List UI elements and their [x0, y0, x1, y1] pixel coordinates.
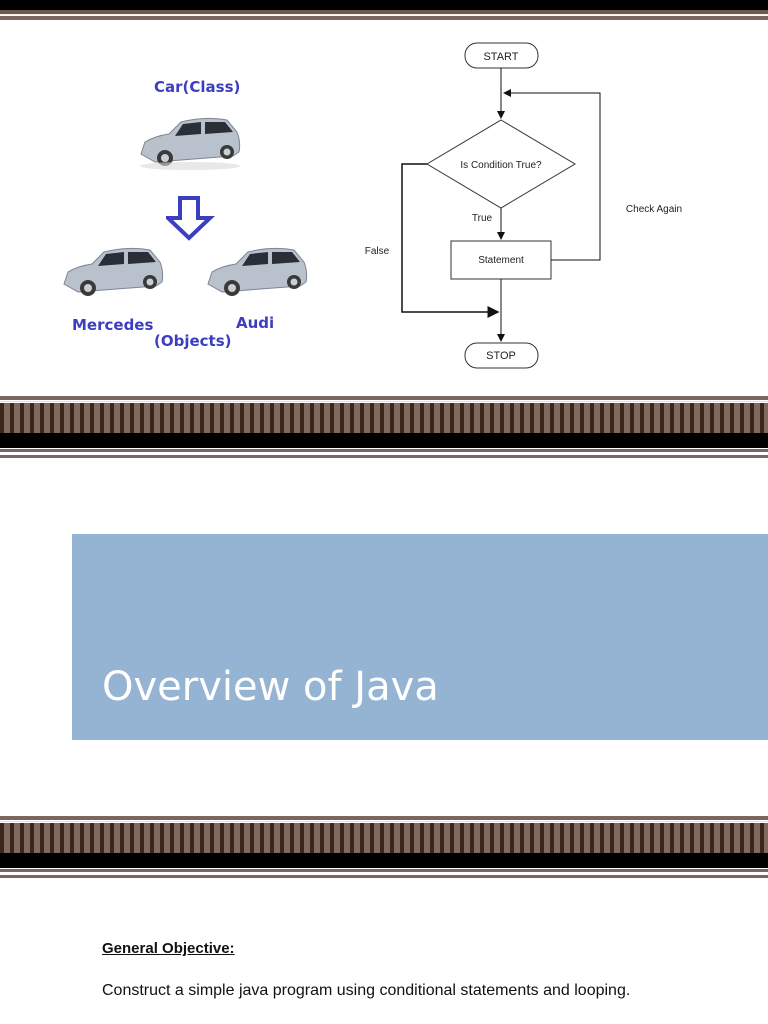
class-objects-diagram: Car(Class) Mercedes: [50, 70, 340, 360]
loop-back-arrow: [503, 89, 601, 261]
false-label: False: [365, 246, 390, 257]
down-arrow-icon: [166, 196, 215, 241]
class-label: Car(Class): [154, 78, 241, 96]
top-border-band: [0, 0, 768, 10]
decision-label: Is Condition True?: [460, 160, 542, 171]
car-object-audi-icon: [207, 247, 308, 296]
start-label: START: [483, 51, 518, 63]
decorative-divider: [0, 396, 768, 464]
true-label: True: [472, 213, 493, 224]
objective-heading: General Objective:: [102, 940, 235, 957]
page-title: Overview of Java: [102, 664, 439, 710]
car-class-icon: [140, 117, 241, 170]
object-label-mercedes: Mercedes: [72, 316, 154, 334]
title-banner: [72, 534, 768, 740]
false-path-arrow: [401, 163, 500, 318]
top-border-line: [0, 14, 768, 15]
statement-label: Statement: [478, 255, 524, 266]
stop-label: STOP: [486, 350, 516, 362]
top-border-line: [0, 10, 768, 14]
top-border-line: [0, 16, 768, 20]
stop-terminal: [464, 342, 539, 369]
object-label-audi: Audi: [236, 314, 275, 332]
car-object-mercedes-icon: [63, 247, 164, 296]
decorative-divider: [0, 816, 768, 884]
objects-caption: (Objects): [154, 332, 232, 350]
loop-flowchart: START Is Condition True? True Statement …: [365, 42, 682, 369]
check-again-label: Check Again: [626, 204, 682, 215]
objective-text: Construct a simple java program using co…: [102, 982, 631, 999]
